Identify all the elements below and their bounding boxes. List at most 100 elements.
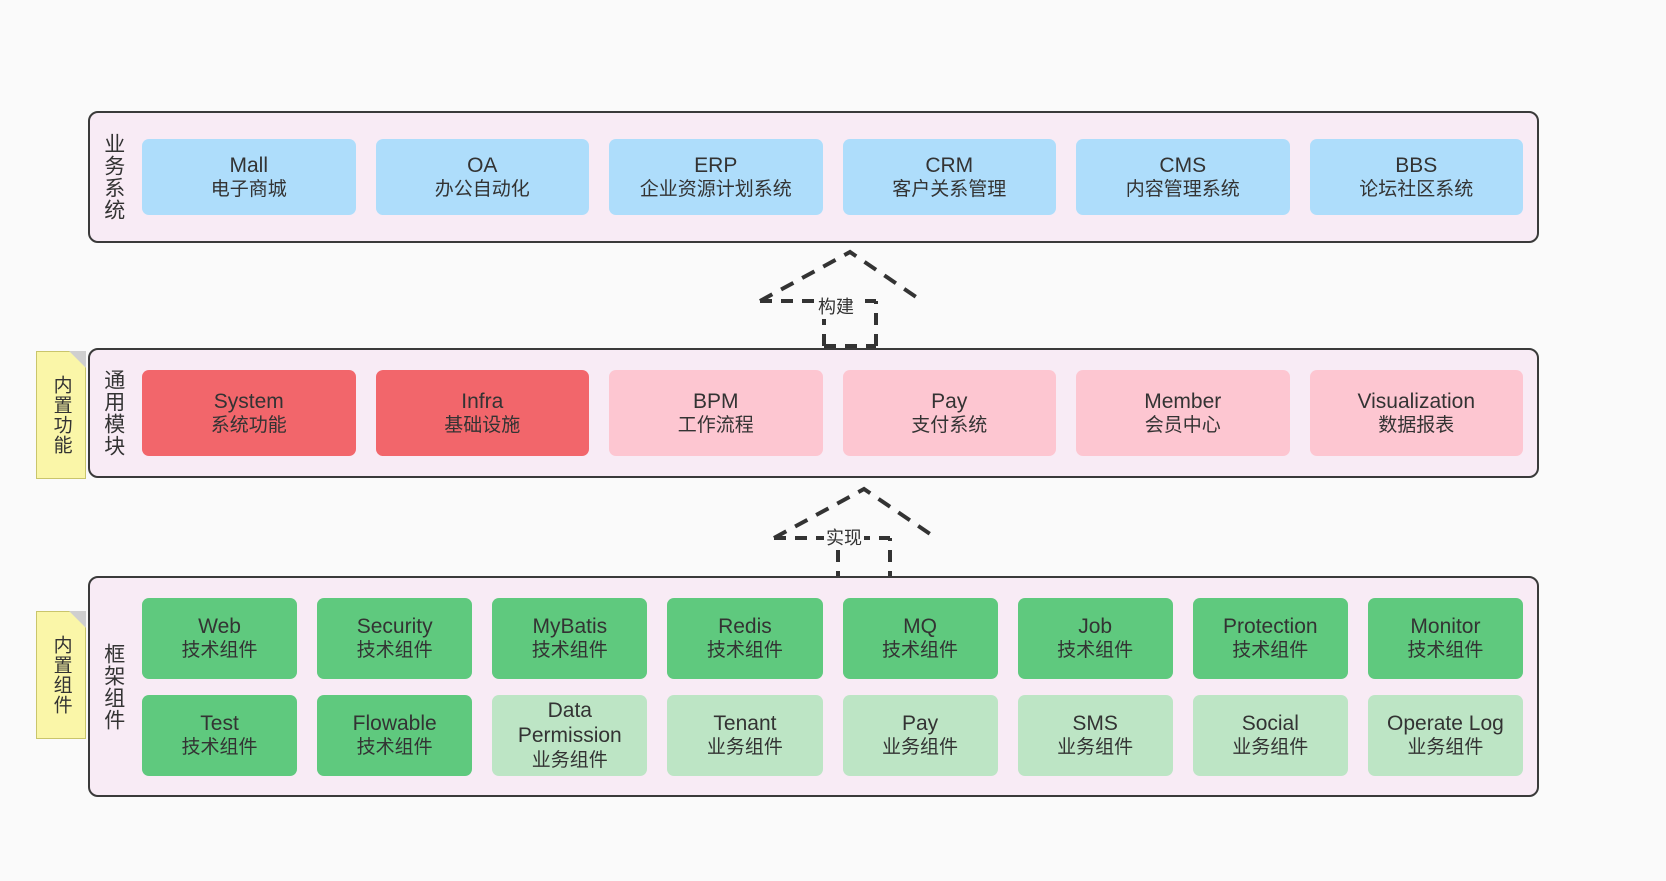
node-subtitle: 系统功能 bbox=[210, 415, 287, 437]
node-system[interactable]: System 系统功能 bbox=[142, 370, 356, 456]
node-name: Member bbox=[1144, 389, 1222, 413]
node-name: Tenant bbox=[713, 711, 777, 735]
layer-body-common: System 系统功能 Infra 基础设施 BPM 工作流程 Pay 支付系统… bbox=[136, 350, 1537, 476]
layer-body-framework: Web 技术组件 Security 技术组件 MyBatis 技术组件 Redi… bbox=[136, 578, 1537, 795]
node-subtitle: 客户关系管理 bbox=[892, 179, 1007, 201]
node-subtitle: 支付系统 bbox=[911, 415, 988, 437]
node-mall[interactable]: Mall 电子商城 bbox=[142, 139, 356, 215]
node-subtitle: 企业资源计划系统 bbox=[639, 179, 792, 201]
node-name: Social bbox=[1241, 711, 1299, 735]
node-name: Flowable bbox=[352, 711, 437, 735]
node-name: CRM bbox=[925, 153, 974, 177]
node-name: Monitor bbox=[1410, 614, 1481, 638]
node-pay-component[interactable]: Pay 业务组件 bbox=[842, 694, 998, 776]
node-cms[interactable]: CMS 内容管理系统 bbox=[1076, 139, 1290, 215]
node-visualization[interactable]: Visualization 数据报表 bbox=[1309, 370, 1523, 456]
node-name: Mall bbox=[229, 153, 268, 177]
connector-label-build: 构建 bbox=[816, 293, 856, 319]
node-subtitle: 数据报表 bbox=[1378, 415, 1455, 437]
node-crm[interactable]: CRM 客户关系管理 bbox=[842, 139, 1056, 215]
node-name: BPM bbox=[692, 389, 739, 413]
node-name: Redis bbox=[718, 614, 772, 638]
node-row: Web 技术组件 Security 技术组件 MyBatis 技术组件 Redi… bbox=[142, 597, 1523, 679]
note-builtin-components: 内置组件 bbox=[36, 611, 86, 739]
node-subtitle: 业务组件 bbox=[1057, 737, 1134, 759]
node-name: Data Permission bbox=[517, 698, 622, 748]
node-redis[interactable]: Redis 技术组件 bbox=[667, 597, 823, 679]
node-bbs[interactable]: BBS 论坛社区系统 bbox=[1309, 139, 1523, 215]
node-name: BBS bbox=[1395, 153, 1438, 177]
node-subtitle: 技术组件 bbox=[181, 640, 258, 662]
node-name: Pay bbox=[901, 711, 939, 735]
node-subtitle: 技术组件 bbox=[1407, 640, 1484, 662]
node-name: Job bbox=[1078, 614, 1113, 638]
node-data-permission[interactable]: Data Permission 业务组件 bbox=[492, 694, 648, 776]
node-subtitle: 业务组件 bbox=[1407, 737, 1484, 759]
node-name: Operate Log bbox=[1387, 711, 1504, 735]
node-subtitle: 技术组件 bbox=[356, 640, 433, 662]
node-subtitle: 办公自动化 bbox=[434, 179, 530, 201]
node-subtitle: 技术组件 bbox=[1057, 640, 1134, 662]
node-subtitle: 会员中心 bbox=[1144, 415, 1221, 437]
node-subtitle: 基础设施 bbox=[444, 415, 521, 437]
node-name: Test bbox=[200, 711, 239, 735]
node-member[interactable]: Member 会员中心 bbox=[1076, 370, 1290, 456]
node-name: Protection bbox=[1223, 614, 1318, 638]
node-subtitle: 业务组件 bbox=[1232, 737, 1309, 759]
node-subtitle: 业务组件 bbox=[531, 750, 608, 772]
node-social[interactable]: Social 业务组件 bbox=[1192, 694, 1348, 776]
node-protection[interactable]: Protection 技术组件 bbox=[1192, 597, 1348, 679]
node-subtitle: 技术组件 bbox=[181, 737, 258, 759]
node-row: Mall 电子商城 OA 办公自动化 ERP 企业资源计划系统 CRM 客户关系… bbox=[142, 139, 1523, 215]
node-name: System bbox=[213, 389, 284, 413]
node-operate-log[interactable]: Operate Log 业务组件 bbox=[1367, 694, 1523, 776]
node-row: Test 技术组件 Flowable 技术组件 Data Permission … bbox=[142, 694, 1523, 776]
node-name: OA bbox=[467, 153, 498, 177]
node-pay-module[interactable]: Pay 支付系统 bbox=[842, 370, 1056, 456]
node-name: CMS bbox=[1159, 153, 1207, 177]
connector-label-implement: 实现 bbox=[824, 524, 864, 550]
layer-title-common: 通用模块 bbox=[101, 369, 125, 457]
node-monitor[interactable]: Monitor 技术组件 bbox=[1367, 597, 1523, 679]
node-subtitle: 业务组件 bbox=[882, 737, 959, 759]
layer-business-systems: 业务系统 Mall 电子商城 OA 办公自动化 ERP 企业资源计划系统 CRM… bbox=[88, 111, 1539, 243]
node-erp[interactable]: ERP 企业资源计划系统 bbox=[609, 139, 823, 215]
node-test[interactable]: Test 技术组件 bbox=[142, 694, 298, 776]
node-name: Security bbox=[356, 614, 433, 638]
node-security[interactable]: Security 技术组件 bbox=[317, 597, 473, 679]
node-mybatis[interactable]: MyBatis 技术组件 bbox=[492, 597, 648, 679]
node-mq[interactable]: MQ 技术组件 bbox=[842, 597, 998, 679]
node-name: ERP bbox=[694, 153, 738, 177]
note-builtin-features: 内置功能 bbox=[36, 351, 86, 479]
node-subtitle: 技术组件 bbox=[531, 640, 608, 662]
node-subtitle: 技术组件 bbox=[356, 737, 433, 759]
node-name: Web bbox=[198, 614, 241, 638]
layer-title-business: 业务系统 bbox=[101, 133, 125, 221]
node-subtitle: 技术组件 bbox=[1232, 640, 1309, 662]
node-subtitle: 论坛社区系统 bbox=[1359, 179, 1474, 201]
node-row: System 系统功能 Infra 基础设施 BPM 工作流程 Pay 支付系统… bbox=[142, 370, 1523, 456]
node-bpm[interactable]: BPM 工作流程 bbox=[609, 370, 823, 456]
node-name: MQ bbox=[903, 614, 937, 638]
layer-common-modules: 通用模块 System 系统功能 Infra 基础设施 BPM 工作流程 Pay… bbox=[88, 348, 1539, 478]
node-subtitle: 技术组件 bbox=[706, 640, 783, 662]
node-tenant[interactable]: Tenant 业务组件 bbox=[667, 694, 823, 776]
node-name: Pay bbox=[931, 389, 968, 413]
node-name: Infra bbox=[461, 389, 504, 413]
node-subtitle: 电子商城 bbox=[210, 179, 287, 201]
node-name: MyBatis bbox=[532, 614, 608, 638]
node-web[interactable]: Web 技术组件 bbox=[142, 597, 298, 679]
node-subtitle: 工作流程 bbox=[677, 415, 754, 437]
node-subtitle: 技术组件 bbox=[882, 640, 959, 662]
node-infra[interactable]: Infra 基础设施 bbox=[375, 370, 589, 456]
node-oa[interactable]: OA 办公自动化 bbox=[375, 139, 589, 215]
layer-framework-components: 框架组件 Web 技术组件 Security 技术组件 MyBatis 技术组件… bbox=[88, 576, 1539, 797]
node-subtitle: 内容管理系统 bbox=[1125, 179, 1240, 201]
node-job[interactable]: Job 技术组件 bbox=[1017, 597, 1173, 679]
node-sms[interactable]: SMS 业务组件 bbox=[1017, 694, 1173, 776]
layer-body-business: Mall 电子商城 OA 办公自动化 ERP 企业资源计划系统 CRM 客户关系… bbox=[136, 113, 1537, 241]
node-name: Visualization bbox=[1357, 389, 1476, 413]
layer-title-framework: 框架组件 bbox=[101, 642, 125, 731]
node-flowable[interactable]: Flowable 技术组件 bbox=[317, 694, 473, 776]
